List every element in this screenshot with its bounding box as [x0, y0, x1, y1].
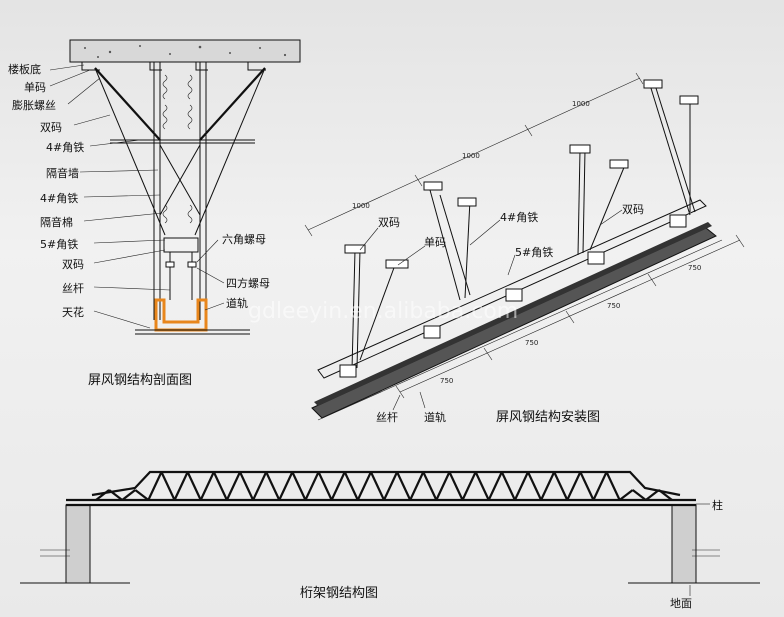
- label-install-double-bracket-b: 双码: [622, 203, 644, 216]
- label-track: 道轨: [226, 296, 248, 310]
- label-single-bracket: 单码: [24, 81, 46, 94]
- truss-web-member: [160, 471, 176, 501]
- truss-web-member: [527, 471, 543, 501]
- truss-web-member: [212, 471, 228, 501]
- truss-web-member: [448, 471, 464, 501]
- dim-top-1: 1000: [352, 202, 370, 210]
- truss-web-member: [605, 471, 621, 501]
- label-install-angle-iron-5: 5#角铁: [515, 246, 553, 259]
- install-title: 屏风钢结构安装图: [496, 410, 600, 425]
- label-double-bracket: 双码: [40, 121, 62, 134]
- truss-web-member: [422, 471, 438, 501]
- truss-web-member: [317, 471, 333, 501]
- truss-web-member: [592, 471, 608, 501]
- section-title: 屏风钢结构剖面图: [88, 373, 192, 388]
- dim-bottom-3: 750: [607, 302, 620, 310]
- truss-web-member: [291, 471, 307, 501]
- dim-top-3: 1000: [572, 100, 590, 108]
- truss-web-member: [383, 471, 399, 501]
- dim-bottom-1: 750: [440, 377, 453, 385]
- label-soundproof-wall: 隔音墙: [46, 166, 79, 180]
- truss-web-member: [225, 471, 241, 501]
- truss-web-member: [239, 471, 255, 501]
- truss-web-member: [108, 489, 123, 501]
- truss-title: 桁架钢结构图: [300, 586, 378, 601]
- label-column: 柱: [712, 498, 723, 512]
- truss-web-member: [343, 471, 359, 501]
- label-install-angle-iron-4: 4#角铁: [500, 211, 538, 224]
- truss-web-member: [645, 489, 660, 501]
- truss-web-member: [579, 471, 595, 501]
- label-floor-slab: 楼板底: [8, 62, 41, 76]
- truss-web-member: [147, 471, 163, 501]
- dim-bottom-2: 750: [525, 339, 538, 347]
- truss-web-member: [540, 471, 556, 501]
- label-angle-iron-4: 4#角铁: [46, 141, 84, 154]
- dim-bottom-4: 750: [688, 264, 701, 272]
- truss-web-member: [632, 489, 647, 501]
- label-angle-iron-4b: 4#角铁: [40, 192, 78, 205]
- label-insulation: 隔音棉: [40, 215, 73, 229]
- truss-web-member: [396, 471, 412, 501]
- truss-web-member: [186, 471, 202, 501]
- truss-web-member: [618, 489, 634, 501]
- truss-web-member: [461, 471, 477, 501]
- label-install-double-bracket: 双码: [378, 216, 400, 229]
- truss-web-member: [500, 471, 516, 501]
- truss-web-member: [199, 471, 215, 501]
- label-expansion-bolt: 膨胀螺丝: [12, 98, 56, 112]
- truss-web-member: [658, 489, 673, 501]
- label-angle-iron-5: 5#角铁: [40, 238, 78, 251]
- truss-web-member: [553, 471, 569, 501]
- install-drawing: 1000 1000 1000 750 750 750 750 双码 单码 4#角…: [304, 72, 745, 425]
- label-install-track: 道轨: [424, 410, 446, 424]
- truss-web-member: [95, 489, 110, 501]
- label-ceiling: 天花: [62, 306, 84, 319]
- truss-web-member: [330, 471, 346, 501]
- truss-web-member: [435, 471, 451, 501]
- label-install-threaded-rod: 丝杆: [376, 410, 398, 424]
- truss-web-member: [265, 471, 281, 501]
- truss-web-member: [513, 471, 529, 501]
- truss-web-member: [356, 471, 372, 501]
- truss-web-member: [252, 471, 268, 501]
- watermark: gdleeyin.en.alibaba.com: [248, 299, 518, 324]
- truss-web-member: [278, 471, 294, 501]
- truss-web-member: [304, 471, 320, 501]
- section-drawing: 楼板底 单码 膨胀螺丝 双码 4#角铁 隔音墙 4#角铁 隔音棉 5#角铁 双码…: [8, 39, 301, 388]
- truss-web-member: [369, 471, 385, 501]
- truss-drawing: 柱 地面 桁架钢结构图: [20, 470, 760, 610]
- label-threaded-rod: 丝杆: [62, 281, 84, 295]
- truss-web-member: [409, 471, 425, 501]
- dim-top-2: 1000: [462, 152, 480, 160]
- truss-web-member: [173, 471, 189, 501]
- label-install-single-bracket: 单码: [424, 236, 446, 249]
- label-hex-nut: 六角螺母: [222, 233, 266, 246]
- label-square-nut: 四方螺母: [226, 276, 270, 290]
- truss-web-member: [487, 471, 503, 501]
- truss-web-member: [474, 471, 490, 501]
- truss-web-member: [121, 489, 136, 501]
- label-double-bracket-b: 双码: [62, 258, 84, 271]
- truss-web-member: [134, 489, 150, 501]
- label-ground: 地面: [670, 597, 692, 610]
- truss-web-member: [566, 471, 582, 501]
